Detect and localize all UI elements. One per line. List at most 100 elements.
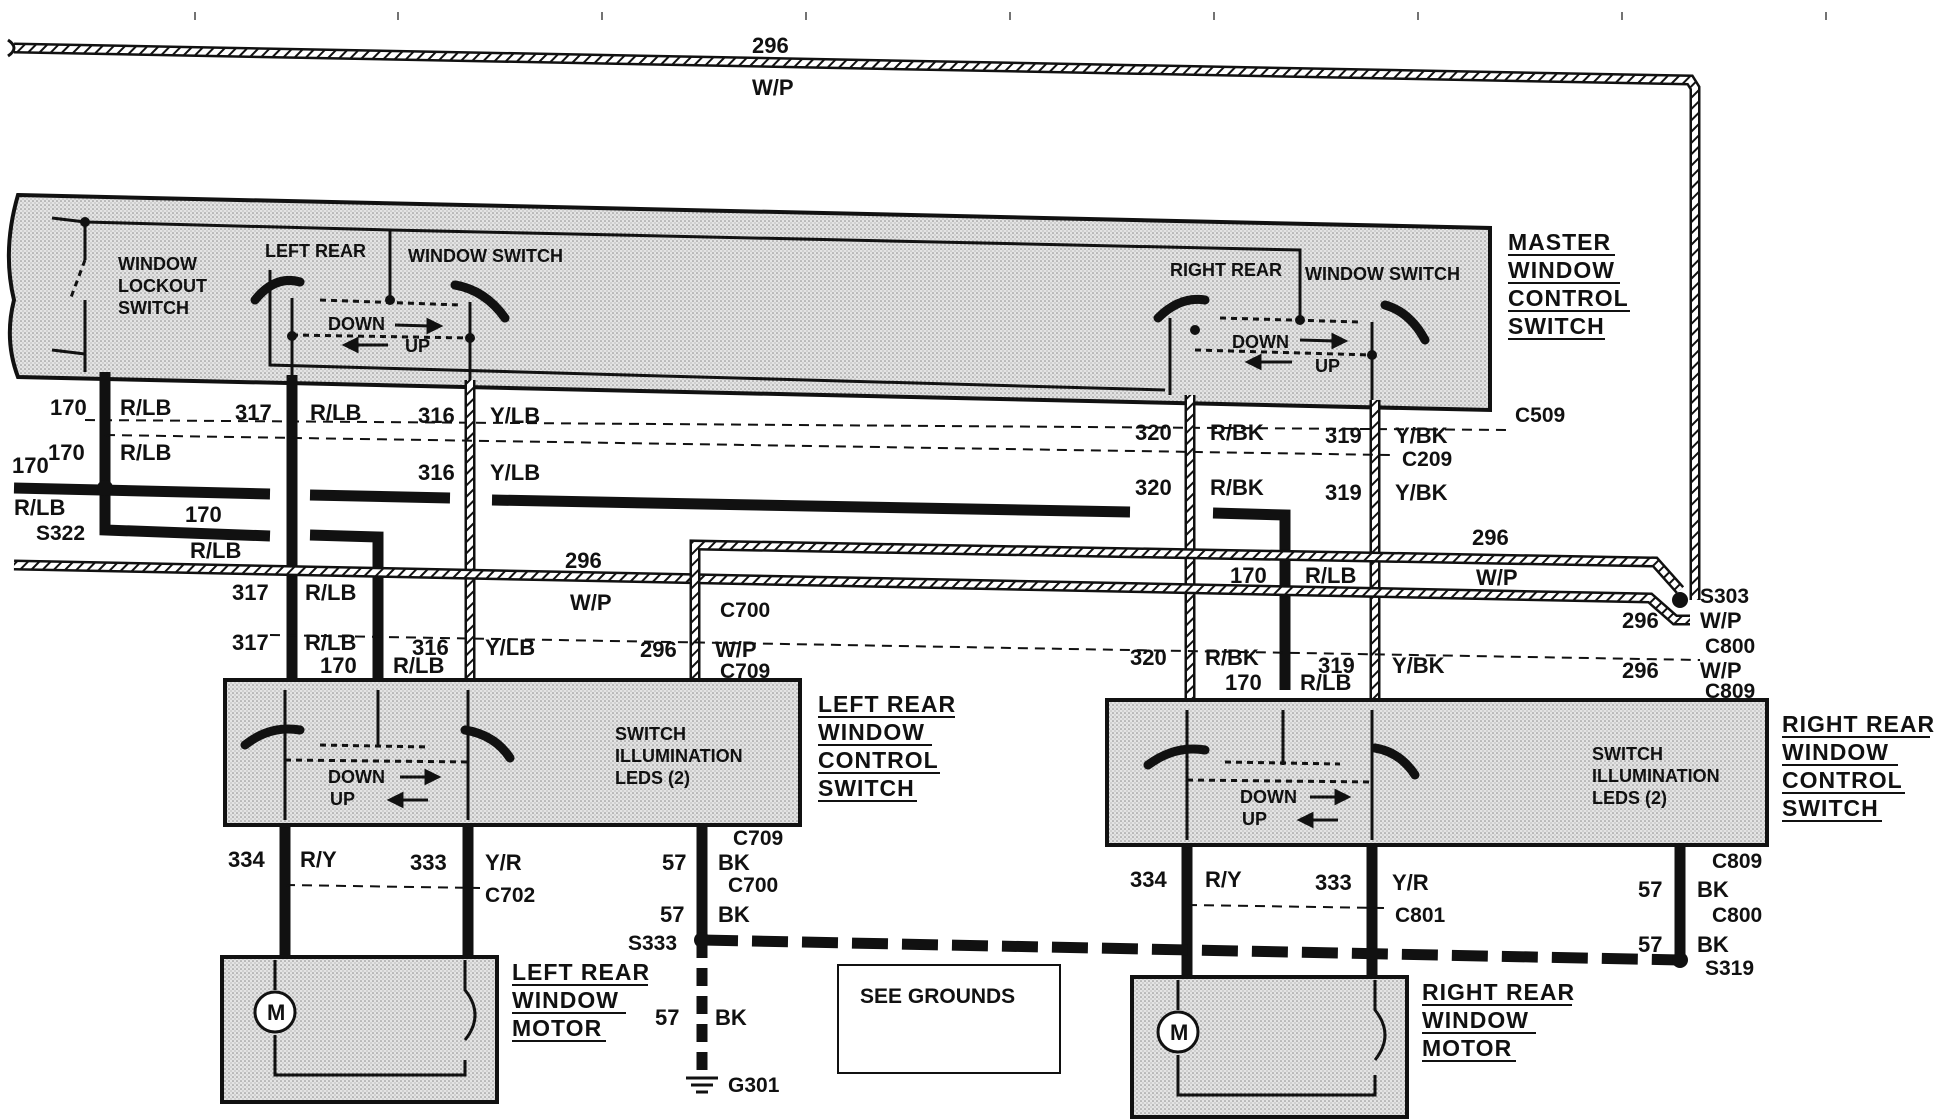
left-rear-illum-2: ILLUMINATION — [615, 746, 743, 766]
left-rear-arrows — [386, 768, 442, 809]
right-motor-m: M — [1170, 1020, 1188, 1045]
label-317-c: 317 — [232, 630, 269, 655]
label-rlb-d: R/LB — [14, 495, 65, 520]
master-switch-rockers — [250, 276, 1430, 345]
label-bk-b: BK — [718, 902, 750, 927]
label-wp-c: W/P — [1476, 565, 1518, 590]
master-nodes — [80, 217, 1377, 360]
label-296-d: 296 — [1622, 608, 1659, 633]
label-57-a: 57 — [662, 850, 686, 875]
master-left-switch-label-2: WINDOW SWITCH — [408, 246, 563, 266]
left-rear-switch-title-1: LEFT REAR — [818, 691, 956, 717]
master-title-1: MASTER — [1508, 229, 1611, 255]
label-57-c: 57 — [655, 1005, 679, 1030]
left-rear-down: DOWN — [328, 767, 385, 787]
left-rear-illum-1: SWITCH — [615, 724, 686, 744]
label-ry-right: R/Y — [1205, 867, 1242, 892]
right-motor-title-2: WINDOW — [1422, 1007, 1529, 1033]
label-57-e: 57 — [1638, 932, 1662, 957]
wire-296-top-color: W/P — [752, 75, 794, 100]
label-wp-f: W/P — [715, 637, 757, 662]
connector-c800: C800 — [1705, 635, 1755, 658]
right-rear-illum-3: LEDS (2) — [1592, 788, 1667, 808]
label-rlb-f: R/LB — [1305, 563, 1356, 588]
master-right-up: UP — [1315, 356, 1340, 376]
label-316-c: 316 — [412, 635, 449, 660]
label-334-right: 334 — [1130, 867, 1167, 892]
label-333-left: 333 — [410, 850, 447, 875]
master-title-underline — [1508, 254, 1630, 340]
wire-296-lower — [13, 539, 1690, 680]
label-333-right: 333 — [1315, 870, 1352, 895]
label-bk-a: BK — [718, 850, 750, 875]
lockout-label-2: LOCKOUT — [118, 276, 207, 296]
label-rbk-b: R/BK — [1210, 475, 1264, 500]
label-296-e: 296 — [1622, 658, 1659, 683]
connector-c709-a: C709 — [720, 660, 770, 683]
master-switch-internals — [51, 216, 1374, 400]
connector-s303: S303 — [1700, 585, 1749, 608]
left-motor-title-2: WINDOW — [512, 987, 619, 1013]
see-grounds-label: SEE GROUNDS — [860, 985, 1015, 1008]
connector-c702: C702 — [485, 884, 535, 907]
label-170-g: 170 — [1225, 670, 1262, 695]
left-rear-switch-rockers — [240, 724, 515, 763]
splice-s322 — [97, 480, 113, 496]
connector-c700-a: C700 — [720, 599, 770, 622]
label-319-a: 319 — [1325, 423, 1362, 448]
left-motor-title-3: MOTOR — [512, 1015, 602, 1041]
label-316-b: 316 — [418, 460, 455, 485]
label-ybk-b: Y/BK — [1395, 480, 1448, 505]
label-170-d: 170 — [185, 502, 222, 527]
splice-s333 — [694, 932, 710, 948]
left-rear-switch-title-4: SWITCH — [818, 775, 915, 801]
connector-s333: S333 — [628, 932, 677, 955]
splice-s319 — [1672, 952, 1688, 968]
label-57-b: 57 — [660, 902, 684, 927]
right-rear-switch-title-4: SWITCH — [1782, 795, 1879, 821]
right-rear-switch-box — [1105, 698, 1769, 847]
master-right-switch-label: RIGHT REAR — [1170, 260, 1282, 280]
label-bk-d: BK — [1697, 877, 1729, 902]
label-320-b: 320 — [1135, 475, 1172, 500]
label-rbk-a: R/BK — [1210, 420, 1264, 445]
connector-s319: S319 — [1705, 957, 1754, 980]
master-left-up: UP — [405, 336, 430, 356]
left-motor-symbol — [253, 990, 297, 1034]
right-motor-title-underline — [1422, 1004, 1572, 1062]
master-right-switch-label-2: WINDOW SWITCH — [1305, 264, 1460, 284]
master-switch-box — [6, 192, 1492, 413]
connector-s322: S322 — [36, 522, 85, 545]
right-rear-illum-2: ILLUMINATION — [1592, 766, 1720, 786]
wire-170-bus — [13, 482, 1291, 690]
connector-c800-b: C800 — [1712, 904, 1762, 927]
lockout-label-1: WINDOW — [118, 254, 197, 274]
master-left-down: DOWN — [328, 314, 385, 334]
connector-c700-b: C700 — [728, 874, 778, 897]
label-rlb-g: R/LB — [305, 580, 356, 605]
label-170-e: 170 — [1230, 563, 1267, 588]
master-title-3: CONTROL — [1508, 285, 1629, 311]
connector-c809-b: C809 — [1712, 850, 1762, 873]
right-motor-symbol — [1156, 1010, 1200, 1054]
right-rear-switch-title-3: CONTROL — [1782, 767, 1903, 793]
label-rlb-c: R/LB — [120, 440, 171, 465]
left-rear-switch-title-2: WINDOW — [818, 719, 925, 745]
top-ticks — [194, 12, 1827, 20]
right-rear-arrows — [1296, 788, 1352, 829]
right-rear-switch-title-underline — [1782, 736, 1930, 822]
label-ry-left: R/Y — [300, 847, 337, 872]
label-wp-b: W/P — [570, 590, 612, 615]
right-motor-internals — [1176, 980, 1387, 1097]
left-motor-internals — [273, 960, 477, 1077]
wire-57-ground — [696, 825, 1686, 1075]
left-motor-title-1: LEFT REAR — [512, 959, 650, 985]
left-rear-up: UP — [330, 789, 355, 809]
label-57-d: 57 — [1638, 877, 1662, 902]
master-title-4: SWITCH — [1508, 313, 1605, 339]
label-296-f: 296 — [640, 637, 677, 662]
right-rear-switch-internals — [1185, 710, 1374, 840]
label-ybk-c: Y/BK — [1392, 653, 1445, 678]
right-rear-illum-1: SWITCH — [1592, 744, 1663, 764]
